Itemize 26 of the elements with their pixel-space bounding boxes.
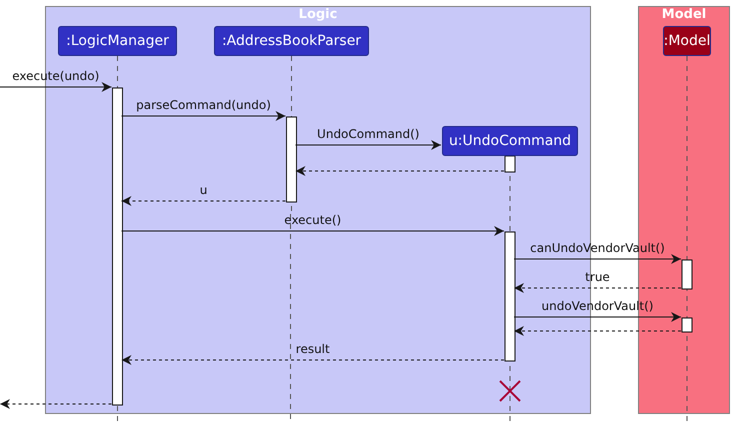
participant-box: :AddressBookParser — [214, 26, 369, 56]
message-label: UndoCommand() — [317, 127, 420, 141]
message-arrow — [514, 254, 682, 264]
message-arrow — [514, 312, 682, 322]
message-arrow — [295, 166, 504, 176]
message-label: result — [296, 342, 330, 356]
message-arrow — [121, 111, 286, 121]
message-label: canUndoVendorVault() — [530, 241, 665, 255]
message-arrow — [295, 140, 442, 150]
participant-box: :Model — [663, 26, 711, 56]
message-arrow — [0, 82, 112, 92]
participant-box: u:UndoCommand — [442, 126, 578, 156]
message-arrow — [121, 226, 504, 236]
participant-box: :LogicManager — [58, 26, 177, 56]
message-arrow — [514, 283, 682, 293]
message-arrow — [0, 399, 112, 409]
message-label: undoVendorVault() — [542, 299, 654, 313]
frame-title: Model — [660, 7, 708, 22]
message-label: execute(undo) — [12, 69, 100, 83]
message-label: execute() — [284, 213, 342, 227]
message-label: true — [585, 270, 610, 284]
message-label: parseCommand(undo) — [136, 98, 271, 112]
message-arrow — [514, 326, 682, 336]
message-arrow — [121, 196, 286, 206]
message-arrow — [121, 355, 504, 365]
message-label: u — [200, 183, 208, 197]
